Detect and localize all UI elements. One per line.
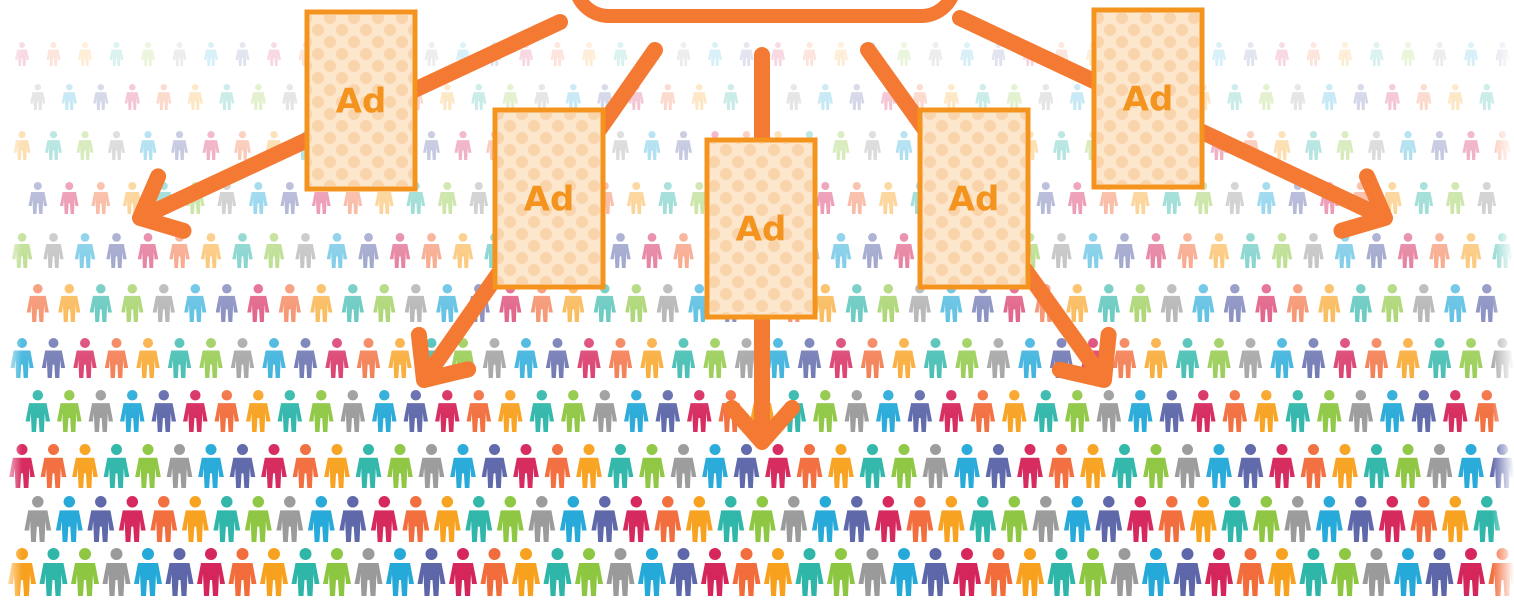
ad-label: Ad (524, 180, 575, 220)
ad-card: Ad (492, 107, 606, 290)
ad-card: Ad (704, 137, 818, 320)
ad-card: Ad (917, 107, 1031, 290)
ad-card: Ad (304, 9, 418, 192)
ad-label: Ad (336, 82, 387, 122)
ad-label: Ad (736, 210, 787, 250)
ad-source-box (572, 0, 958, 23)
ad-label: Ad (949, 180, 1000, 220)
ad-card: Ad (1091, 7, 1205, 190)
crowd-edge-right (1492, 0, 1514, 616)
crowd-edge-left (0, 0, 22, 616)
ad-label: Ad (1123, 80, 1174, 120)
